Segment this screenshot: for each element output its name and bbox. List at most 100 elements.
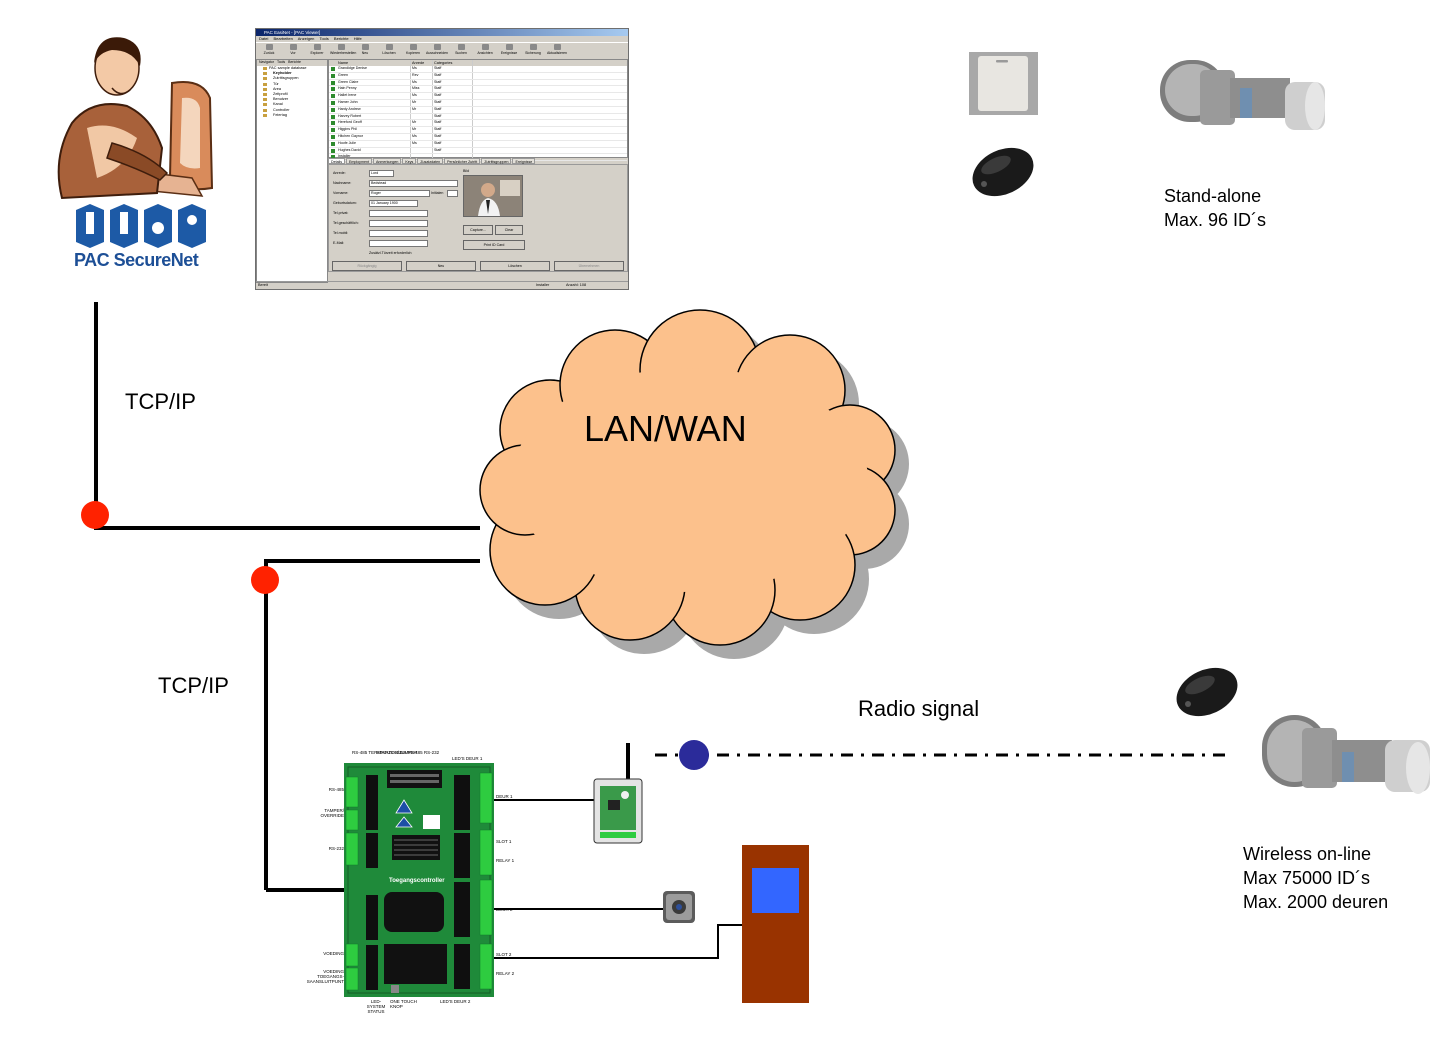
undo-button[interactable]: Rückgängig [332, 261, 402, 271]
field-label: Tel.geschäftlich: [333, 221, 359, 225]
network-node-top [81, 501, 109, 529]
tel-privat-field[interactable] [369, 210, 428, 217]
tab-navigator[interactable]: Navigator [259, 60, 274, 64]
toolbar-button[interactable]: Wiederherstellen [330, 43, 356, 59]
column-header[interactable]: Name [337, 60, 411, 66]
tree-item[interactable]: Keyholder [257, 71, 327, 76]
toolbar-button[interactable]: Kopieren [402, 43, 424, 59]
toolbar-button[interactable]: Zurück [258, 43, 280, 59]
photo-label: Bild [463, 169, 469, 173]
tab-details[interactable]: Details [328, 158, 345, 164]
tree-item[interactable]: Controller [257, 108, 327, 113]
capture-button[interactable]: Capture... [463, 225, 493, 235]
table-cell: Green [337, 72, 411, 79]
menu-item[interactable]: Anzeigen [297, 36, 315, 41]
toolbar-button[interactable]: Ausschneiden [426, 43, 448, 59]
tree-item[interactable]: Zeitprofil [257, 92, 327, 97]
label-led-system: LED- SYSTEM STATUS [366, 999, 386, 1014]
table-cell: Miss [411, 86, 433, 93]
vorname-field[interactable]: Roger [369, 190, 430, 197]
tab-tools[interactable]: Tools [276, 60, 286, 64]
tab-persoenlicher-zutritt[interactable]: Persönlicher Zutritt [444, 158, 481, 164]
new-button[interactable]: Neu [406, 261, 476, 271]
tree-item[interactable]: Zutrittsgruppen [257, 76, 327, 81]
cylinder-lock-icon [1160, 60, 1325, 130]
tab-zutrittsgruppen[interactable]: Zutrittsgruppen [481, 158, 512, 164]
table-cell: Ms [411, 79, 433, 86]
tree-item[interactable]: PAC sample database [257, 66, 327, 71]
tel-mobil-field[interactable] [369, 230, 428, 237]
label-rs485-terminator: RS-485 TERMINATOR/JUMPER [352, 750, 418, 755]
toolbar-button[interactable]: Neu [354, 43, 376, 59]
nachname-field[interactable]: Bedstead [369, 180, 458, 187]
column-header[interactable]: Anrede [411, 60, 433, 66]
delete-button[interactable]: Löschen [480, 261, 550, 271]
toolbar-button[interactable]: Vor [282, 43, 304, 59]
anrede-field[interactable]: Lord [369, 170, 394, 177]
apply-button[interactable]: Übernehmen [554, 261, 624, 271]
menu-item[interactable]: Bearbeiten [273, 36, 293, 41]
initialen-field[interactable] [447, 190, 458, 197]
print-id-card-button[interactable]: Print ID Card [463, 240, 525, 250]
table-cell: Grandidge Denise [337, 66, 411, 72]
table-cell: Green Claire [337, 79, 411, 86]
toolbar-button[interactable]: Explorer [306, 43, 328, 59]
detail-panel: Anrede: Lord Nachname: Bedstead Vorname:… [328, 164, 628, 272]
toolbar-button[interactable]: Aktualisieren [546, 43, 568, 59]
tree-item[interactable]: Area [257, 87, 327, 92]
toolbar-button[interactable]: Sicherung [522, 43, 544, 59]
checkbox-label[interactable]: Zusätzl.Türzeit erforderlich [369, 251, 412, 255]
keyholder-icon [329, 114, 337, 120]
tab-keys[interactable]: Keys [402, 158, 417, 164]
email-field[interactable] [369, 240, 428, 247]
tab-employment[interactable]: Employment [346, 158, 372, 164]
toolbar-button[interactable]: Ereignisse [498, 43, 520, 59]
toolbar-button[interactable]: Löschen [378, 43, 400, 59]
tel-geschaeftlich-field[interactable] [369, 220, 428, 227]
tree-item[interactable]: Benutzer [257, 97, 327, 102]
menu-item[interactable]: Berichte [333, 36, 349, 41]
label-deur2: DEUR 2 [496, 907, 513, 912]
keyholder-icon [329, 127, 337, 133]
person-at-computer-icon [57, 37, 214, 200]
table-cell: Hitchen Gaynor [337, 133, 411, 140]
tab-ereignisse[interactable]: Ereignisse [512, 158, 536, 164]
toolbar-button[interactable]: Suchen [450, 43, 472, 59]
tab-anmerkungen[interactable]: Anmerkungen [372, 158, 402, 164]
table-cell: Mr [411, 127, 433, 133]
tree-item[interactable]: Feiertag [257, 113, 327, 118]
keyholder-icon [329, 66, 337, 72]
network-node-bottom [251, 566, 279, 594]
tab-berichte[interactable]: Berichte [288, 60, 301, 64]
table-cell: Staff [433, 127, 473, 133]
table-cell: Staff [433, 99, 473, 106]
tab-zusatzdaten[interactable]: Zusatzdaten [417, 158, 444, 164]
toolbar-button[interactable]: Ansichten [474, 43, 496, 59]
clear-button[interactable]: Clear [495, 225, 523, 235]
menu-item[interactable]: Tools [319, 36, 329, 41]
table-cell: Hain Penny [337, 86, 411, 93]
tcpip-label-bottom: TCP/IP [158, 673, 229, 698]
menu-item[interactable]: Datei [259, 36, 269, 41]
column-header[interactable]: Categories [433, 60, 473, 66]
status-count: Anzahl: 108 [566, 283, 587, 287]
geburtsdatum-field[interactable]: 01 January 1900 [369, 200, 418, 207]
menu-item[interactable]: Hilfe [353, 36, 362, 41]
tree-item[interactable]: Kanal [257, 102, 327, 107]
tree-item[interactable]: Tür [257, 82, 327, 87]
table-cell: Staff [433, 93, 473, 99]
wireless-line: Wireless on-line [1243, 844, 1372, 864]
